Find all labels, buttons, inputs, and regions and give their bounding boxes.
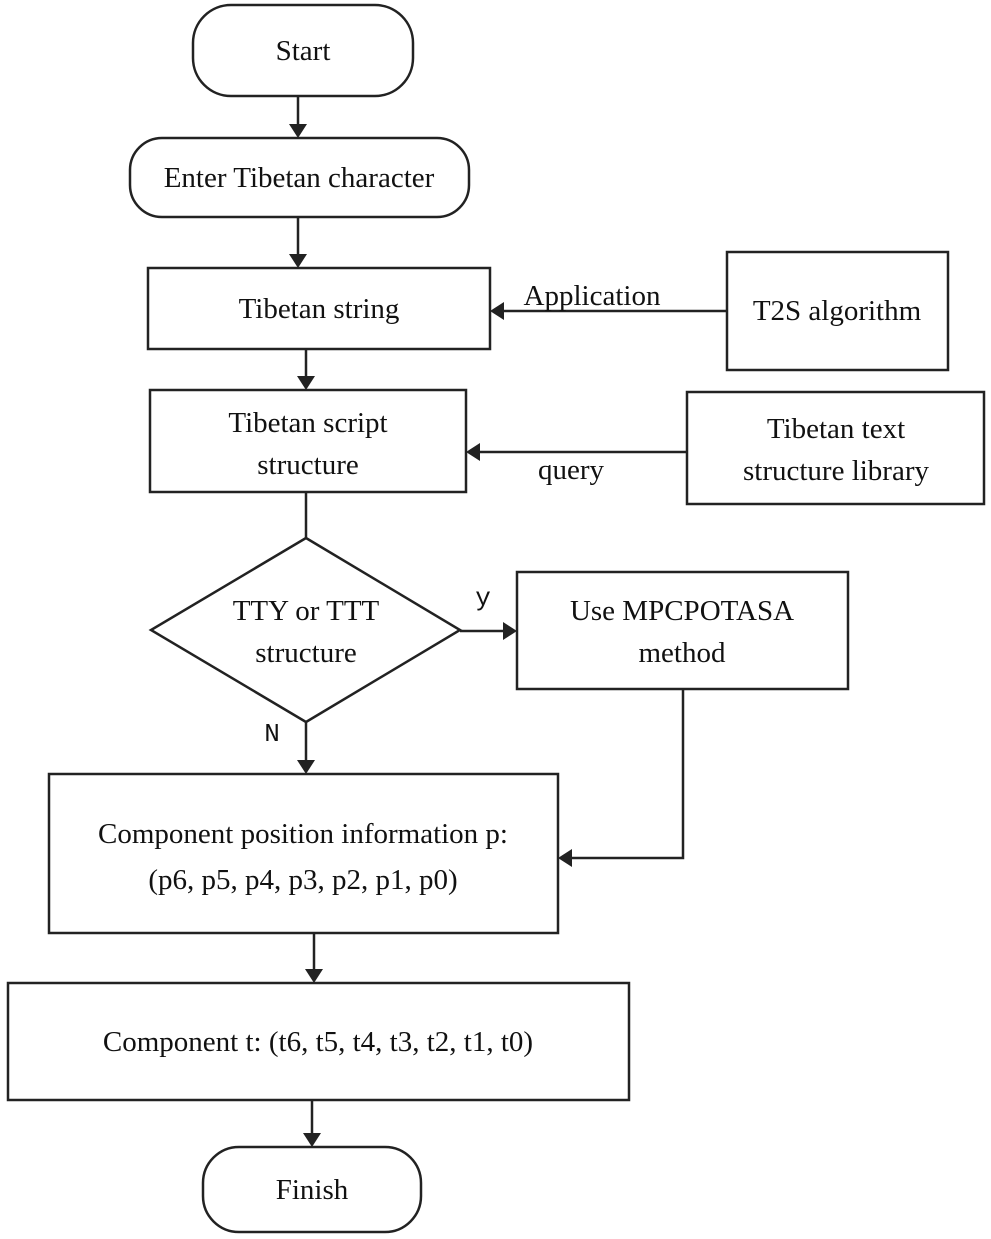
decision-line-2: structure: [255, 637, 356, 669]
decision-line-1: TTY or TTT: [233, 595, 380, 627]
arrow-enter-to-string: [289, 217, 307, 268]
script-structure-line-2: structure: [257, 449, 358, 481]
position-info-node: Component position information p: (p6, p…: [47, 772, 560, 935]
start-node: Start: [191, 3, 415, 98]
query-label: query: [538, 454, 605, 486]
yes-label: y: [475, 583, 491, 613]
position-info-line-1: Component position information p:: [98, 818, 508, 850]
enter-character-node: Enter Tibetan character: [128, 136, 471, 219]
start-shape: [191, 3, 415, 98]
mpcpotasa-node: Use MPCPOTASA method: [515, 570, 850, 691]
component-t-node: Component t: (t6, t5, t4, t3, t2, t1, t0…: [6, 981, 631, 1102]
enter-character-label: Enter Tibetan character: [164, 162, 435, 194]
tibetan-string-shape: [146, 266, 492, 351]
text-structure-library-line-1: Tibetan text: [767, 413, 905, 445]
application-label: Application: [524, 280, 661, 312]
start-label: Start: [276, 35, 331, 67]
arrow-position-to-component: [305, 933, 323, 983]
component-t-shape: [6, 981, 631, 1102]
arrow-decision-no: N: [264, 719, 315, 774]
script-structure-line-1: Tibetan script: [228, 407, 387, 439]
arrow-start-to-enter: [289, 96, 307, 138]
script-structure-shape: [148, 388, 468, 494]
finish-shape: [201, 1145, 423, 1234]
script-structure-node: Tibetan script structure: [148, 388, 468, 494]
arrow-component-to-finish: [303, 1100, 321, 1147]
mpcpotasa-line-2: method: [639, 637, 726, 669]
decision-node: TTY or TTT structure: [148, 536, 463, 724]
no-label: N: [264, 719, 280, 749]
arrow-library-to-structure: query: [466, 443, 687, 486]
mpcpotasa-shape: [515, 570, 850, 691]
finish-label: Finish: [276, 1174, 349, 1206]
t2s-algorithm-shape: [725, 250, 950, 372]
arrow-t2s-to-string: Application: [490, 280, 727, 320]
enter-character-shape: [128, 136, 471, 219]
text-structure-library-node: Tibetan text structure library: [685, 390, 986, 506]
t2s-algorithm-label: T2S algorithm: [753, 295, 922, 327]
t2s-algorithm-node: T2S algorithm: [725, 250, 950, 372]
text-structure-library-line-2: structure library: [743, 455, 930, 487]
position-info-shape: [47, 772, 560, 935]
component-t-label: Component t: (t6, t5, t4, t3, t2, t1, t0…: [103, 1026, 533, 1058]
arrow-decision-yes: y: [460, 583, 517, 640]
decision-shape: [148, 536, 463, 724]
mpcpotasa-line-1: Use MPCPOTASA: [570, 595, 794, 627]
position-info-line-2: (p6, p5, p4, p3, p2, p1, p0): [148, 864, 457, 896]
tibetan-string-label: Tibetan string: [239, 293, 400, 325]
text-structure-library-shape: [685, 390, 986, 506]
finish-node: Finish: [201, 1145, 423, 1234]
tibetan-string-node: Tibetan string: [146, 266, 492, 351]
arrow-string-to-structure: [297, 349, 315, 390]
arrow-mpcpotasa-to-position: [558, 689, 685, 867]
